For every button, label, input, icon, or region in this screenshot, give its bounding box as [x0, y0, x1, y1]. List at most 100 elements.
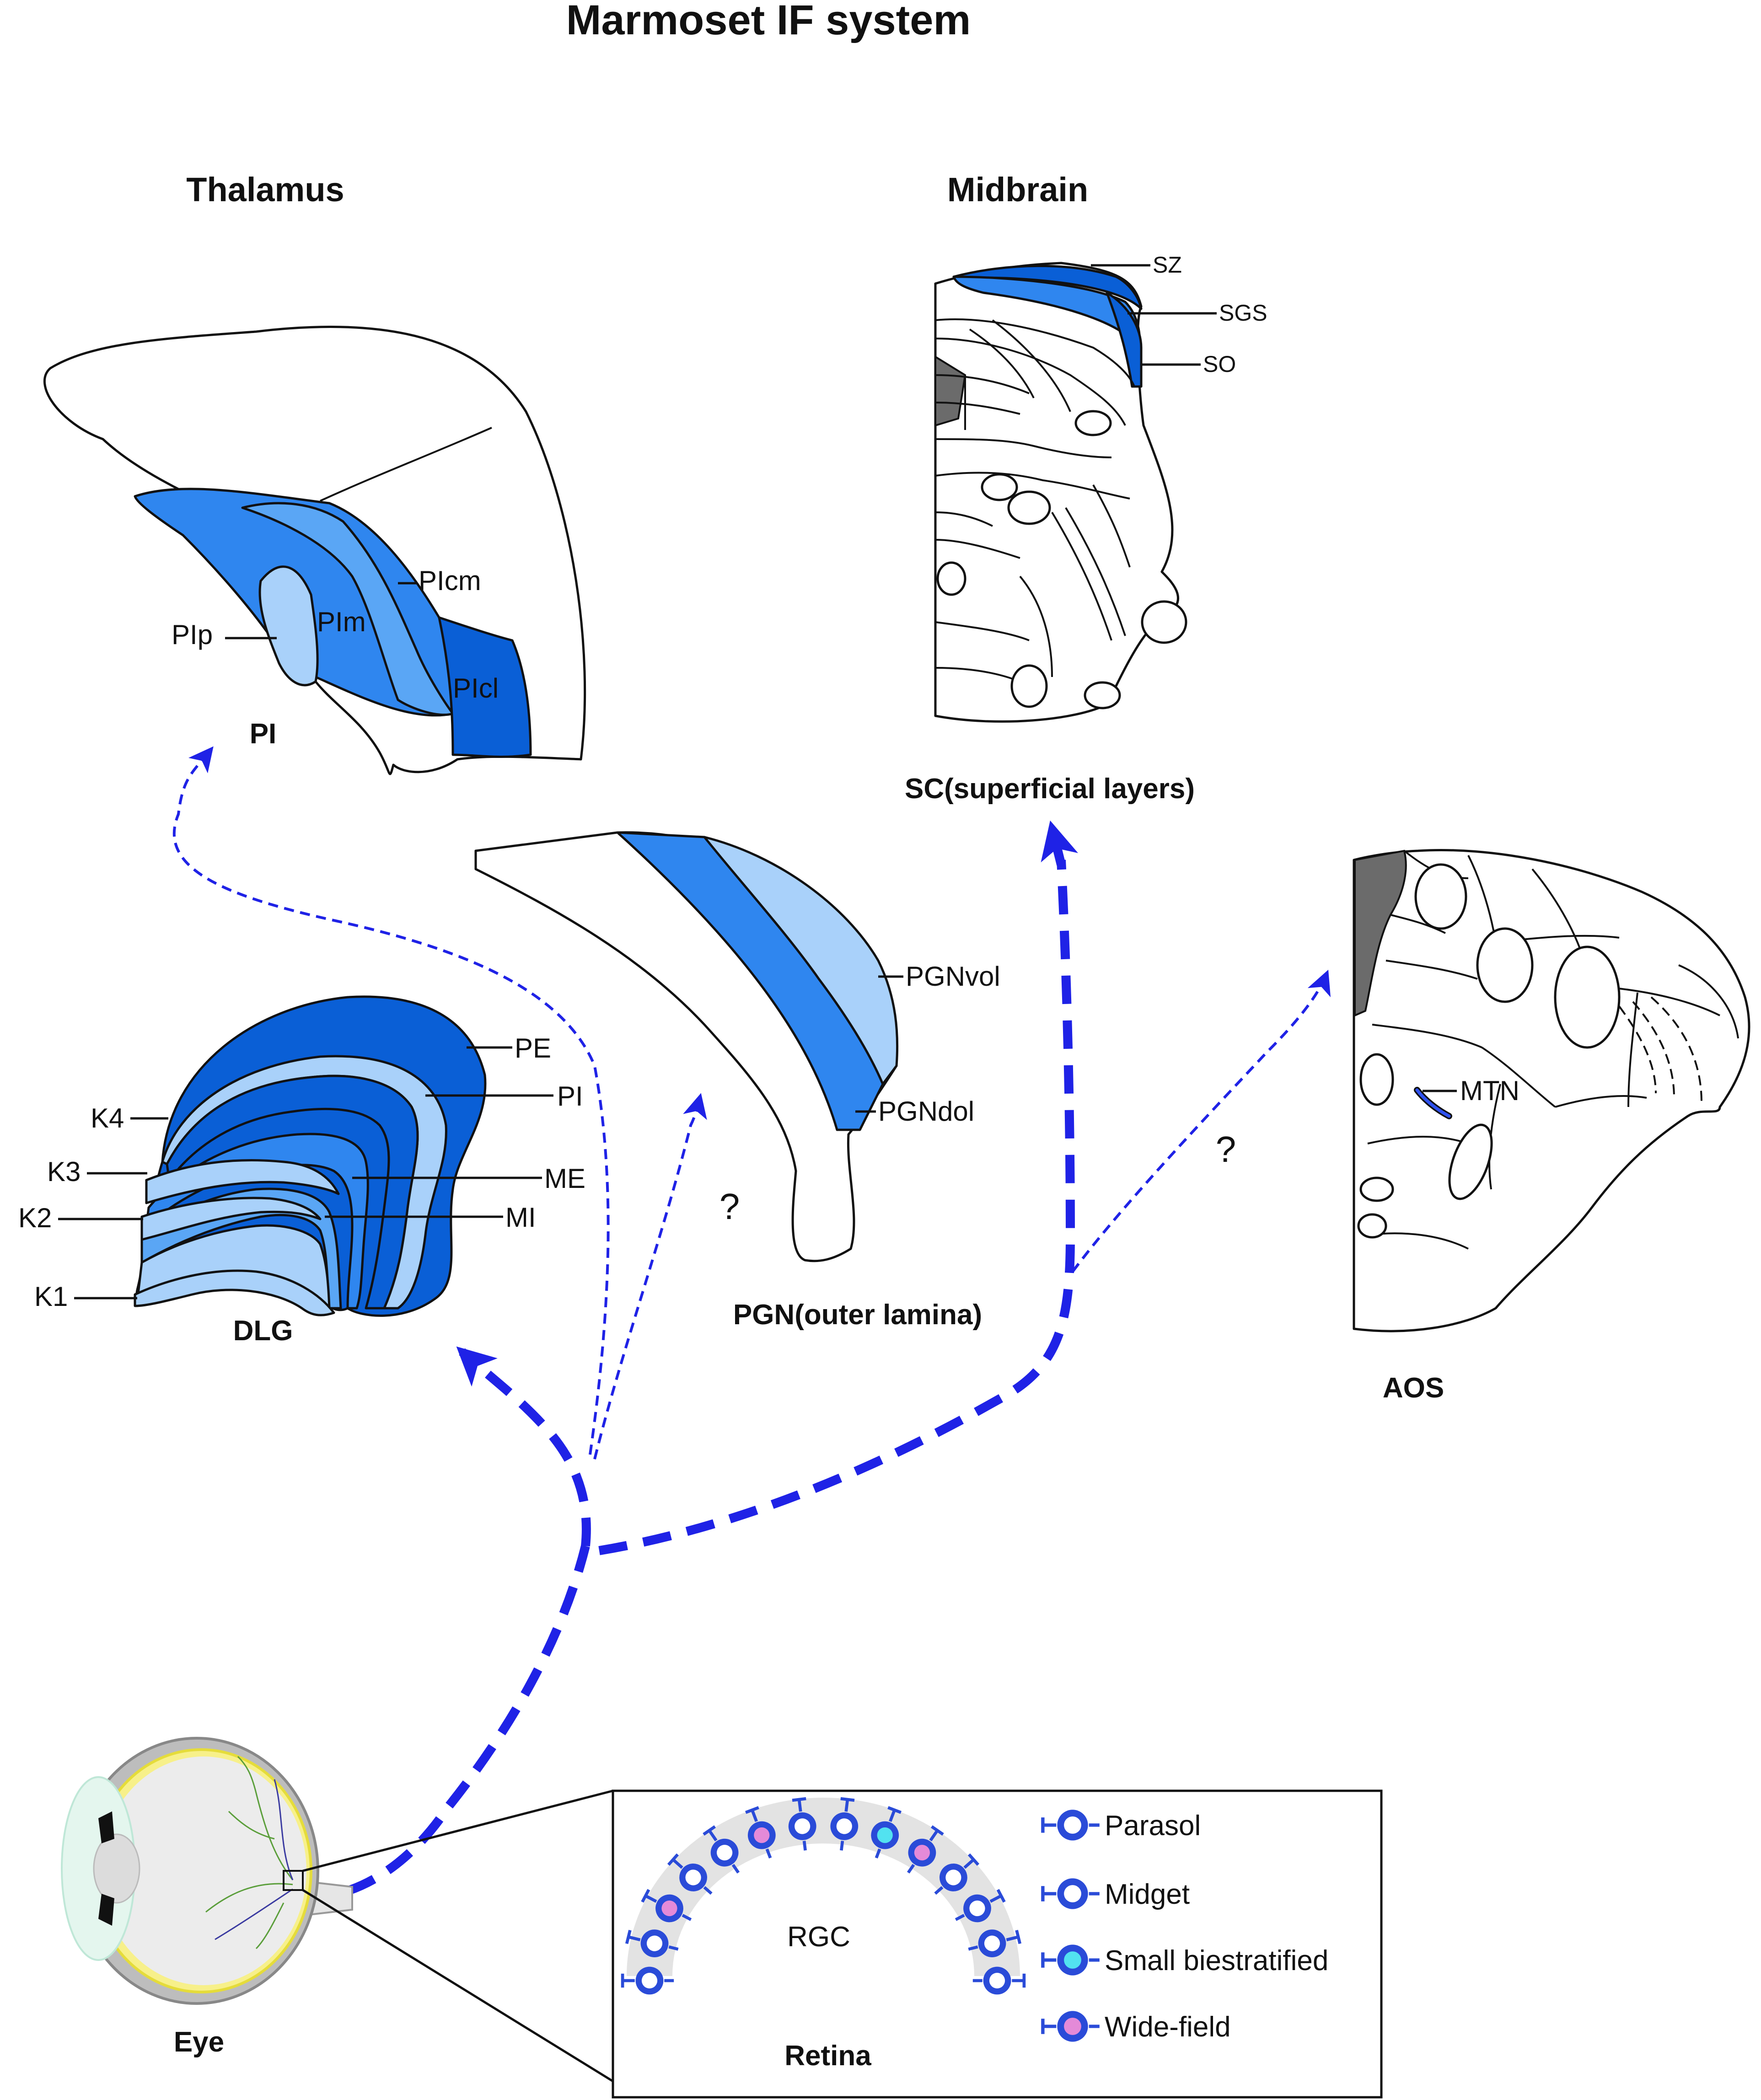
legend-item-small-biestratified: Small biestratified	[1041, 1944, 1328, 1976]
eye-iris-top	[98, 1811, 114, 1843]
retina-inset: RGC Retina Parasol Midget Small biestrat…	[612, 1789, 1383, 2099]
aos-nucleus-1	[1414, 863, 1467, 930]
path-hub-to-dlg	[456, 1346, 591, 1547]
pgn-dol-layer	[616, 831, 884, 1131]
legend-item-midget: Midget	[1041, 1878, 1190, 1910]
label-mtn: MTN	[1460, 1075, 1519, 1106]
label-pip: PIp	[172, 619, 213, 650]
thalamus-boundary-line	[320, 427, 492, 502]
picl-region	[438, 616, 532, 758]
sc-nucleus-2	[981, 473, 1018, 501]
retina-cell	[625, 1929, 679, 1958]
retina-cell	[641, 1889, 692, 1923]
legend-label-parasol: Parasol	[1105, 1810, 1201, 1842]
retina-cell	[703, 1825, 740, 1874]
sc-section: SZ SGS SO SC(superficial layers)	[905, 252, 1267, 805]
label-k4: K4	[91, 1103, 124, 1133]
region-sc-name: SC(superficial layers)	[905, 773, 1195, 805]
pgn-unknown-mark: ?	[719, 1186, 740, 1227]
path-hub-to-pi	[172, 746, 610, 1455]
retina-cell	[745, 1806, 776, 1859]
label-pgndol: PGNdol	[878, 1096, 974, 1127]
aos-nucleus-7	[1357, 1213, 1387, 1239]
aos-nucleus-6	[1359, 1176, 1394, 1202]
figure-title: Marmoset IF system	[566, 0, 971, 43]
sc-so-layer	[1106, 291, 1143, 388]
projection-pathways	[172, 746, 1331, 1903]
small-biestratified-cell-icon	[1041, 1944, 1100, 1976]
aos-nucleus-4	[1359, 1053, 1394, 1106]
retina-cell	[667, 1853, 713, 1895]
region-aos-name: AOS	[1383, 1372, 1444, 1404]
label-picl: PIcl	[453, 673, 499, 704]
midget-cell-icon	[1041, 1878, 1100, 1909]
pip-region	[258, 565, 319, 687]
parasol-cell-icon	[1041, 1810, 1100, 1841]
dlg-k2-band	[140, 1197, 322, 1241]
retina-cell	[788, 1797, 816, 1851]
legend-label-midget: Midget	[1105, 1879, 1190, 1910]
pgn-section: PGNvol PGNdol PGN(outer lamina) ?	[474, 831, 1000, 1331]
sc-nucleus-4	[936, 561, 966, 596]
aos-section: MTN ? AOS	[1216, 849, 1750, 1404]
eye-vessels	[205, 1756, 294, 1950]
label-dlg-pi: PI	[557, 1081, 583, 1112]
label-sgs: SGS	[1219, 300, 1267, 326]
label-sz: SZ	[1153, 252, 1182, 278]
midbrain-header: Midbrain	[947, 171, 1088, 209]
retina-cell	[972, 1966, 1026, 1995]
wide-field-cell-icon	[1041, 2011, 1100, 2042]
eye-lens	[93, 1833, 140, 1904]
legend-item-wide-field: Wide-field	[1041, 2011, 1231, 2043]
retina-cell	[955, 1889, 1006, 1923]
sc-internal-structure	[935, 318, 1135, 682]
aos-nucleus-5	[1448, 1123, 1493, 1200]
sc-nucleus-6	[1084, 681, 1121, 709]
eye-vitreous	[101, 1756, 306, 1985]
legend-label-small-biestratified: Small biestratified	[1105, 1945, 1328, 1976]
retina-cell	[934, 1853, 980, 1895]
aos-outline	[1353, 849, 1750, 1332]
legend-label-wide-field: Wide-field	[1105, 2011, 1231, 2043]
label-k1: K1	[34, 1281, 68, 1312]
aos-gray-region	[1354, 849, 1407, 1017]
thalamus-section: PIp PIm PIcm PIcl PI	[43, 325, 586, 775]
retina-cells	[621, 1797, 1026, 1995]
dlg-section: PE PI ME MI K4 K3 K2 K1 DLG	[18, 995, 585, 1347]
sc-nucleus-3	[1007, 490, 1051, 525]
thalamus-header: Thalamus	[186, 171, 344, 209]
aos-nucleus-2	[1476, 927, 1534, 1003]
label-pim: PIm	[317, 607, 366, 637]
label-k2: K2	[18, 1203, 52, 1233]
path-hub-to-pgn	[593, 1093, 707, 1460]
label-pe: PE	[515, 1033, 551, 1063]
eye-zoom-line-top	[302, 1789, 613, 1872]
region-dlg-name: DLG	[233, 1315, 293, 1347]
retina-legend: Parasol Midget Small biestratified Wide-…	[1041, 1810, 1328, 2043]
path-eye-to-hub	[304, 1545, 590, 1903]
path-sc-arrowhead	[1041, 820, 1079, 866]
eye-iris-bottom	[98, 1894, 114, 1926]
legend-item-parasol: Parasol	[1041, 1810, 1201, 1842]
label-pgnvol: PGNvol	[906, 961, 1000, 992]
retina-cell	[621, 1966, 674, 1995]
retina-cell	[968, 1929, 1022, 1958]
region-pgn-name: PGN(outer lamina)	[733, 1299, 982, 1331]
retina-cell	[907, 1825, 944, 1874]
dlg-k3-band	[145, 1159, 340, 1204]
eye-zoom-line-bottom	[302, 1889, 614, 2083]
label-so: SO	[1203, 351, 1236, 377]
path-hub-to-aos	[1071, 969, 1331, 1273]
retina-cell	[871, 1806, 902, 1859]
aos-nucleus-3	[1554, 945, 1621, 1049]
label-picm: PIcm	[419, 565, 481, 596]
label-me: ME	[544, 1163, 585, 1194]
sc-nucleus-1	[1074, 410, 1112, 436]
aos-unknown-mark: ?	[1216, 1129, 1236, 1170]
retina-cell	[830, 1797, 859, 1851]
eye-retina-sample-box	[283, 1870, 304, 1891]
dlg-k1-band	[134, 1269, 335, 1316]
aos-internal-structure	[1367, 850, 1739, 1250]
retina-rgc-label: RGC	[787, 1921, 850, 1953]
region-eye-name: Eye	[174, 2026, 224, 2058]
